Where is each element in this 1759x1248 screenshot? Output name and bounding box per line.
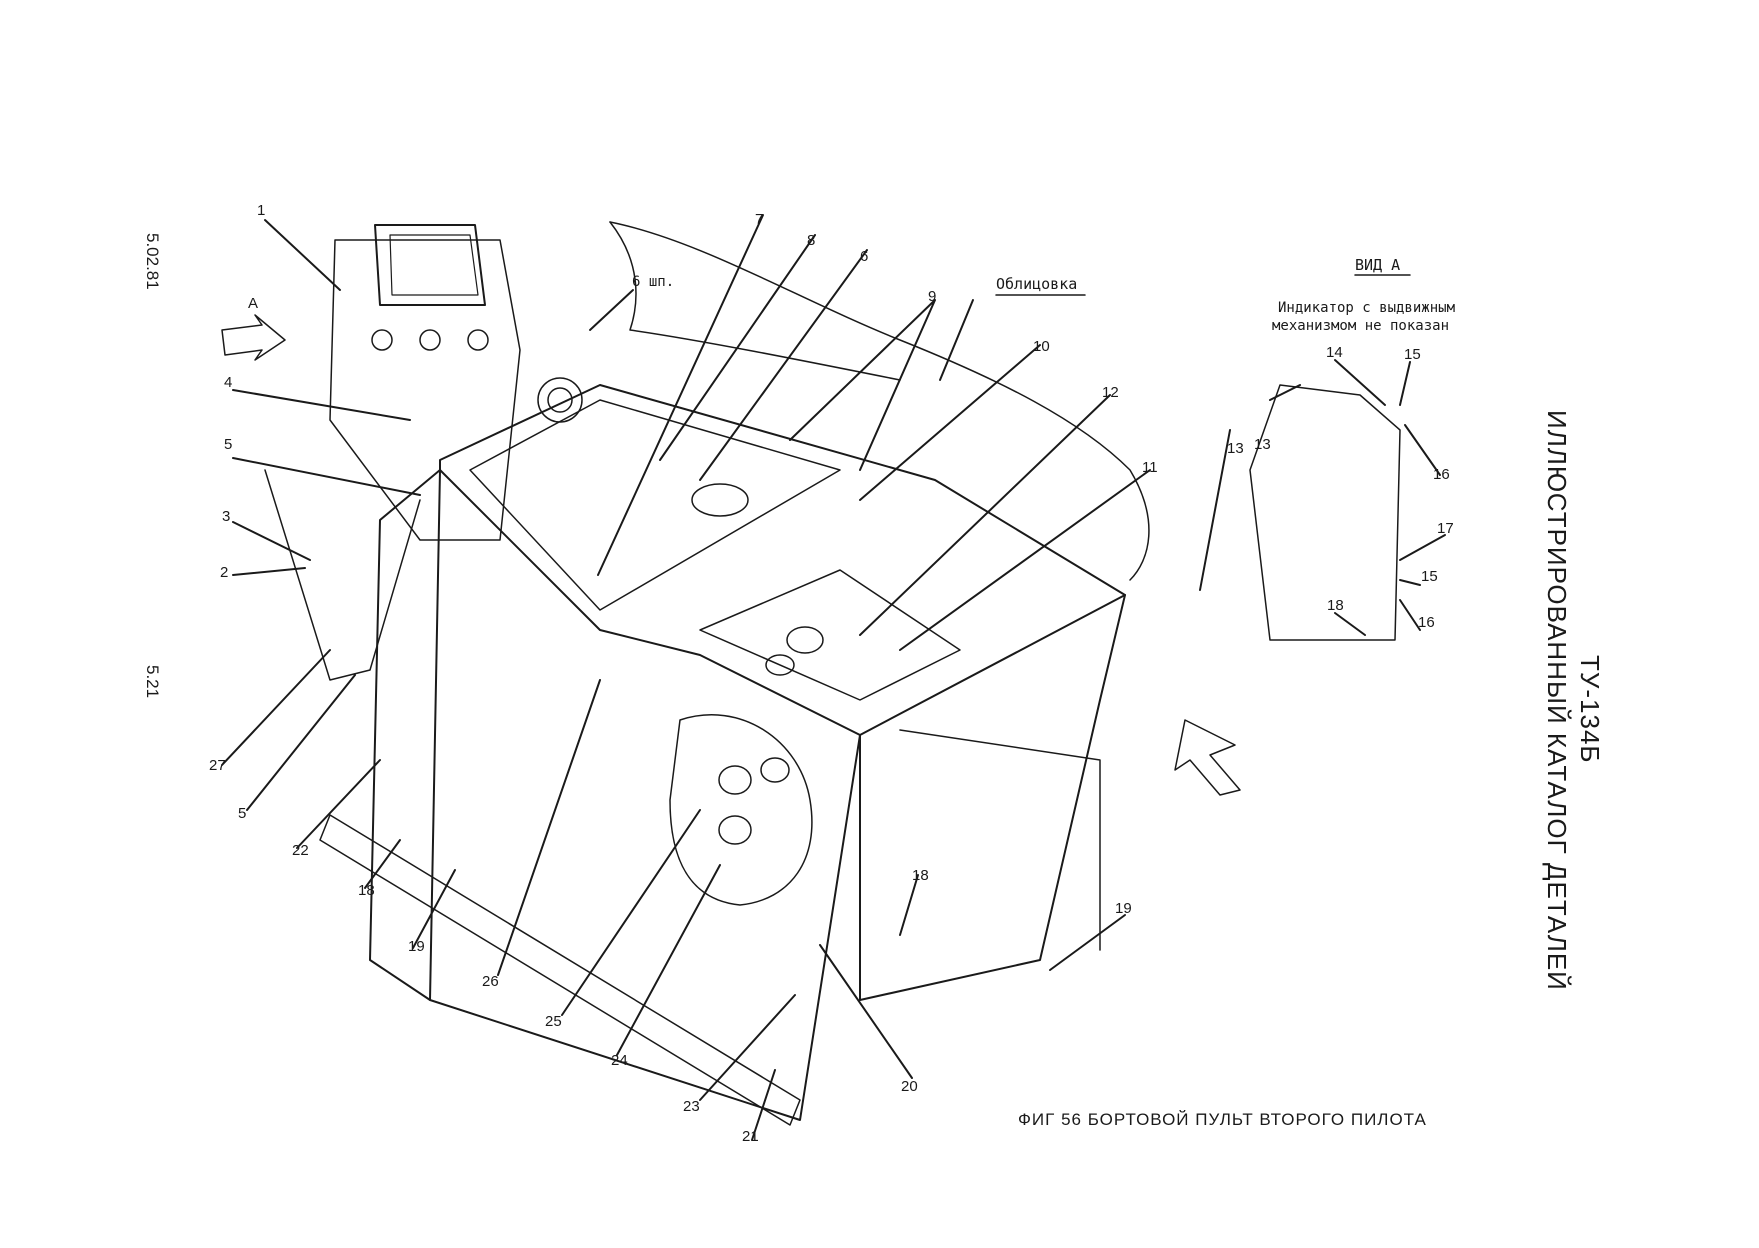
callout-view-a-15b: 15 bbox=[1421, 568, 1438, 585]
view-a-title: ВИД А bbox=[1355, 256, 1401, 274]
callout-10: 10 bbox=[1033, 338, 1050, 355]
callout-view-a-13: 13 bbox=[1254, 436, 1271, 453]
callout-18: 18 bbox=[358, 882, 375, 899]
callout-11: 11 bbox=[1142, 459, 1158, 476]
callout-4: 4 bbox=[224, 374, 233, 391]
callout-view-a-16b: 16 bbox=[1418, 614, 1435, 631]
callout-12: 12 bbox=[1102, 384, 1119, 401]
callout-27: 27 bbox=[209, 757, 226, 774]
callout-1: 1 bbox=[257, 202, 266, 219]
callout-9: 9 bbox=[928, 288, 937, 305]
aircraft-title: ТУ-134Б bbox=[1575, 655, 1605, 764]
callout-13: 13 bbox=[1227, 440, 1244, 457]
callout-5-bottom: 5 bbox=[238, 805, 247, 822]
callout-view-a-15: 15 bbox=[1404, 346, 1421, 363]
view-a-note-line2: механизмом не показан bbox=[1272, 318, 1450, 334]
callout-3: 3 bbox=[222, 508, 231, 525]
screws-label: 6 шп. bbox=[632, 274, 675, 290]
callout-25: 25 bbox=[545, 1013, 562, 1030]
callout-view-a-16: 16 bbox=[1433, 466, 1450, 483]
callout-24: 24 bbox=[611, 1052, 628, 1069]
callout-21: 21 bbox=[742, 1128, 759, 1145]
callout-6: 6 bbox=[860, 248, 869, 265]
view-arrow-label: А bbox=[248, 295, 259, 312]
callout-5-top: 5 bbox=[224, 436, 233, 453]
callout-26: 26 bbox=[482, 973, 499, 990]
cladding-label: Облицовка bbox=[996, 275, 1078, 293]
figure-caption: ФИГ 56 БОРТОВОЙ ПУЛЬТ ВТОРОГО ПИЛОТА bbox=[1018, 1110, 1427, 1129]
revision-date: 5.02.81 bbox=[143, 233, 162, 290]
catalog-title: ИЛЛЮСТРИРОВАННЫЙ КАТАЛОГ ДЕТАЛЕЙ bbox=[1542, 410, 1572, 991]
callout-23: 23 bbox=[683, 1098, 700, 1115]
callout-view-a-14: 14 bbox=[1326, 344, 1343, 361]
callout-8: 8 bbox=[807, 232, 816, 249]
callout-22: 22 bbox=[292, 842, 309, 859]
callout-20: 20 bbox=[901, 1078, 918, 1095]
callout-19-right: 19 bbox=[1115, 900, 1132, 917]
callout-view-a-17: 17 bbox=[1437, 520, 1454, 537]
callout-19: 19 bbox=[408, 938, 425, 955]
callout-2: 2 bbox=[220, 564, 229, 581]
page-number: 5.21 bbox=[143, 665, 162, 699]
callout-18-right: 18 bbox=[912, 867, 929, 884]
callout-view-a-18: 18 bbox=[1327, 597, 1344, 614]
view-a-note-line1: Индикатор с выдвижным bbox=[1278, 300, 1456, 316]
callout-7: 7 bbox=[755, 211, 764, 228]
